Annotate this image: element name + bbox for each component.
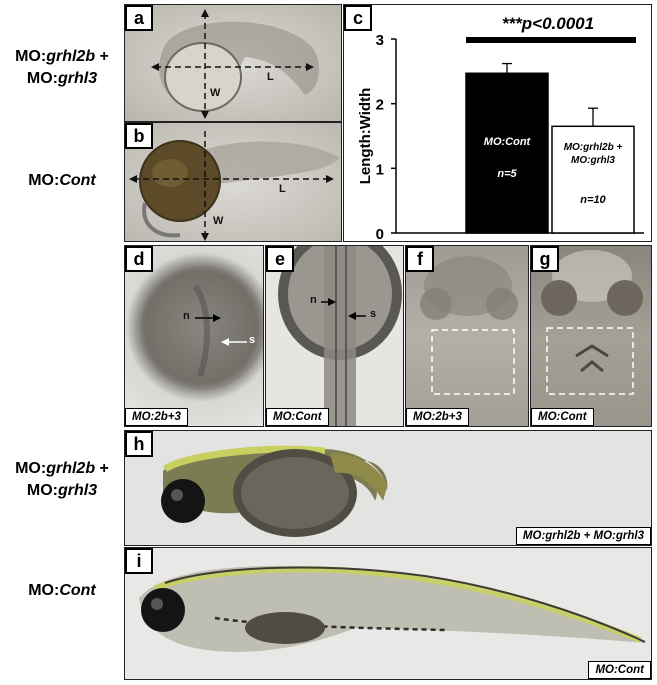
panel-letter-c: c — [344, 5, 372, 31]
larva-image-i — [125, 548, 651, 679]
embryo-image-f — [406, 246, 528, 426]
caption-g: MO:Cont — [531, 408, 594, 426]
panel-letter-f: f — [406, 246, 434, 272]
caption-i: MO:Cont — [588, 661, 651, 679]
row-label-morphant-bottom: MO:grhl2b + MO:grhl3 — [15, 460, 109, 499]
notochord-label-e: n — [310, 294, 317, 306]
somite-label-e: s — [370, 308, 377, 320]
panel-h: h MO:grhl2b + MO:grhl3 — [124, 430, 652, 546]
bar-label: MO:grhl3 — [571, 155, 615, 166]
larva-drawing-h — [161, 445, 388, 537]
panel-e: e n s MO:Cont — [265, 245, 404, 427]
caption-h: MO:grhl2b + MO:grhl3 — [515, 527, 651, 545]
bar-n-label: n=10 — [580, 194, 606, 206]
embryo-image-a — [125, 5, 341, 121]
panel-letter-i: i — [125, 548, 153, 574]
embryo-drawing-b — [129, 131, 340, 241]
bar — [465, 72, 549, 234]
somite-label-d: s — [249, 334, 256, 346]
length-label-b: L — [279, 183, 286, 195]
y-axis-label: Length:Width — [357, 88, 374, 185]
panel-i: i MO:Cont — [124, 547, 652, 680]
row-label-control-top: MO:Cont — [28, 172, 96, 189]
length-label-a: L — [267, 71, 274, 83]
row-label-control-bottom: MO:Cont — [28, 582, 96, 599]
bar-label: MO:Cont — [484, 136, 532, 148]
y-tick-label: 3 — [376, 32, 384, 49]
panel-letter-e: e — [266, 246, 294, 272]
panel-a: a W L — [124, 4, 342, 122]
embryo-image-e — [266, 246, 403, 426]
panel-letter-a: a — [125, 5, 153, 31]
larva-drawing-i — [139, 565, 646, 652]
larva-image-h — [125, 431, 651, 545]
panel-letter-b: b — [125, 123, 153, 149]
width-label-a: W — [210, 87, 221, 99]
bar-n-label: n=5 — [497, 168, 517, 180]
notochord-label-d: n — [183, 310, 190, 322]
embryo-image-d — [125, 246, 263, 426]
panel-letter-h: h — [125, 431, 153, 457]
bar-label: MO:grhl2b + — [564, 142, 623, 153]
caption-f: MO:2b+3 — [406, 408, 469, 426]
embryo-image-b — [125, 123, 341, 241]
panel-letter-d: d — [125, 246, 153, 272]
embryo-image-g — [531, 246, 651, 426]
embryo-drawing-e — [278, 246, 402, 426]
y-tick-label: 2 — [376, 97, 384, 114]
y-tick-label: 1 — [376, 161, 384, 178]
embryo-drawing-a — [151, 9, 320, 119]
y-tick-label: 0 — [376, 226, 384, 242]
embryo-drawing-d — [141, 266, 263, 390]
significance-bar — [466, 37, 636, 43]
caption-d: MO:2b+3 — [125, 408, 188, 426]
caption-e: MO:Cont — [266, 408, 329, 426]
panel-b: b W L — [124, 122, 342, 242]
panel-d: d n s MO:2b+3 — [124, 245, 264, 427]
width-label-b: W — [213, 215, 224, 227]
panel-f: f MO:2b+3 — [405, 245, 529, 427]
embryo-drawing-g — [541, 250, 643, 395]
row-label-morphant-top: MO:grhl2b + MO:grhl3 — [15, 48, 109, 87]
embryo-drawing-f — [420, 256, 518, 395]
panel-letter-g: g — [531, 246, 559, 272]
panel-g: g MO:Cont — [530, 245, 652, 427]
significance-label: ***p<0.0001 — [502, 14, 594, 33]
